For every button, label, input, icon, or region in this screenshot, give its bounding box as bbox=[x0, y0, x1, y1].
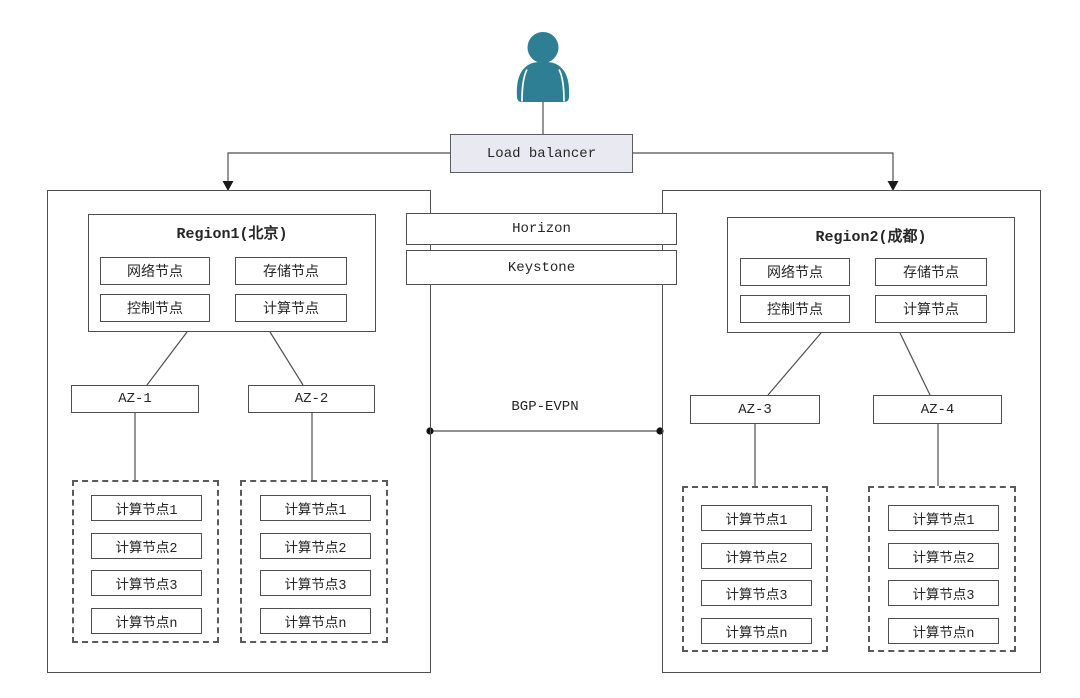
az1-compute-group: 计算节点1 计算节点2 计算节点3 计算节点n bbox=[72, 480, 219, 643]
compute-node-box: 计算节点1 bbox=[888, 505, 999, 531]
lb-to-region1-line bbox=[227, 152, 450, 181]
compute-node-box: 计算节点1 bbox=[260, 495, 371, 521]
az2-compute-group: 计算节点1 计算节点2 计算节点3 计算节点n bbox=[240, 480, 388, 643]
compute-node-box: 计算节点3 bbox=[260, 570, 371, 596]
region1-control-node: 控制节点 bbox=[100, 294, 210, 322]
region1-container bbox=[47, 190, 431, 673]
region1-title: Region1(北京) bbox=[176, 226, 288, 243]
region2-title: Region2(成都) bbox=[815, 229, 927, 246]
arrow-down-icon bbox=[222, 181, 234, 191]
region1-network-node: 网络节点 bbox=[100, 257, 210, 285]
region2-control-node: 控制节点 bbox=[740, 295, 850, 323]
az3-compute-group: 计算节点1 计算节点2 计算节点3 计算节点n bbox=[682, 486, 828, 652]
region2-network-node: 网络节点 bbox=[740, 258, 850, 286]
compute-node-box: 计算节点1 bbox=[91, 495, 202, 521]
bgp-evpn-label: BGP-EVPN bbox=[511, 399, 579, 415]
user-icon bbox=[516, 32, 570, 102]
region2-to-az3-line bbox=[767, 332, 822, 396]
region1-compute-node: 计算节点 bbox=[235, 294, 347, 322]
keystone-box: Keystone bbox=[406, 250, 677, 285]
region1-storage-node: 存储节点 bbox=[235, 257, 347, 285]
compute-node-box: 计算节点3 bbox=[888, 580, 999, 606]
region2-box: Region2(成都) 网络节点 存储节点 控制节点 计算节点 bbox=[727, 217, 1015, 333]
compute-node-box: 计算节点2 bbox=[91, 533, 202, 559]
load-balancer-box: Load balancer bbox=[450, 134, 633, 173]
compute-node-box: 计算节点3 bbox=[701, 580, 812, 606]
compute-node-box: 计算节点n bbox=[91, 608, 202, 634]
az3-box: AZ-3 bbox=[690, 395, 820, 424]
region1-to-az2-line bbox=[269, 331, 304, 386]
region1-to-az1-line bbox=[146, 331, 188, 386]
compute-node-box: 计算节点3 bbox=[91, 570, 202, 596]
compute-node-box: 计算节点1 bbox=[701, 505, 812, 531]
compute-node-box: 计算节点n bbox=[701, 618, 812, 644]
connector-group bbox=[134, 100, 939, 486]
arrow-down-icon bbox=[887, 181, 899, 191]
compute-node-box: 计算节点n bbox=[260, 608, 371, 634]
az2-box: AZ-2 bbox=[248, 385, 375, 413]
lb-to-region2-line bbox=[633, 152, 894, 181]
compute-node-box: 计算节点2 bbox=[260, 533, 371, 559]
compute-node-box: 计算节点2 bbox=[888, 543, 999, 569]
region2-container bbox=[662, 190, 1041, 673]
az4-box: AZ-4 bbox=[873, 395, 1002, 424]
horizon-box: Horizon bbox=[406, 213, 677, 245]
region2-storage-node: 存储节点 bbox=[875, 258, 987, 286]
compute-node-box: 计算节点2 bbox=[701, 543, 812, 569]
region2-to-az4-line bbox=[899, 332, 931, 396]
region1-box: Region1(北京) 网络节点 存储节点 控制节点 计算节点 bbox=[88, 214, 376, 332]
region2-compute-node: 计算节点 bbox=[875, 295, 987, 323]
az1-box: AZ-1 bbox=[71, 385, 199, 413]
compute-node-box: 计算节点n bbox=[888, 618, 999, 644]
az4-compute-group: 计算节点1 计算节点2 计算节点3 计算节点n bbox=[868, 486, 1016, 652]
endpoint-dot bbox=[656, 427, 664, 435]
